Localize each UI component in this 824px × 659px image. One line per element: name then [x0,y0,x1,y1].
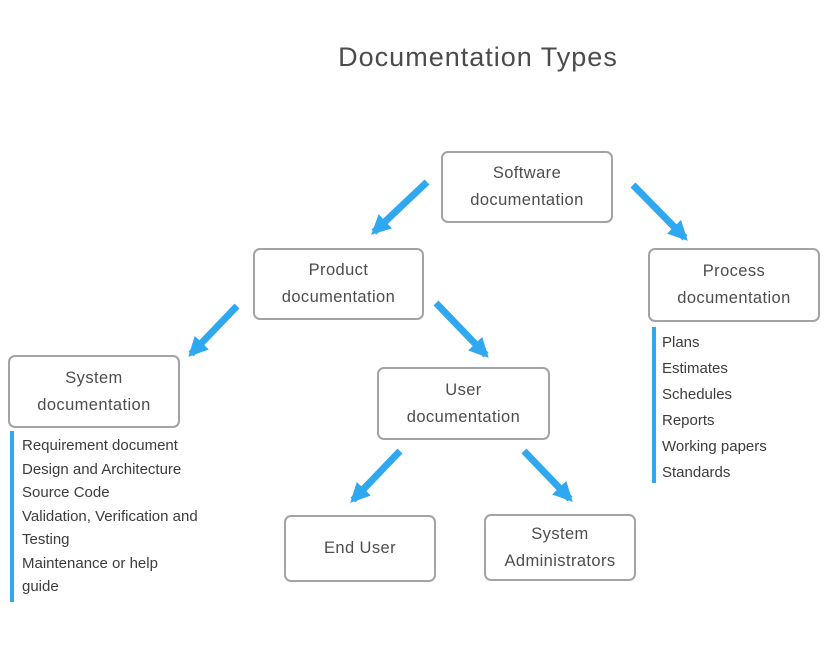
list-item: Estimates [662,360,728,377]
list-item: Schedules [662,386,733,403]
node-user-documentation: User documentation [377,367,550,440]
arrow-product-to-system [188,303,240,357]
list-item: Requirement document [22,437,178,454]
node-product-documentation: Product documentation [253,248,424,320]
list-item: Working papers [662,438,767,455]
list-item: Maintenance or help guide [22,554,158,596]
list-item: Design and Architecture [22,460,182,478]
process-list-accent-bar [652,327,656,483]
node-software-documentation: Software documentation [441,151,613,223]
list-item: Validation, Verification and Testing [22,507,198,549]
system-list-accent-bar [10,431,14,602]
page-title: Documentation Types [338,42,618,72]
list-item: Plans [662,334,700,351]
node-end-user: End User [284,515,436,582]
list-item: Standards [662,464,731,481]
arrow-user-to-enduser [350,448,403,503]
arrow-software-to-product [371,179,430,235]
node-process-documentation: Process documentation [648,248,820,322]
node-system-administrators: System Administrators [484,514,636,581]
arrow-product-to-user [433,300,489,358]
arrow-software-to-process [630,182,688,241]
list-item: Reports [662,412,715,429]
node-system-documentation: System documentation [8,355,180,428]
arrow-user-to-sysadmin [521,448,573,502]
list-item: Source Code [22,484,110,501]
